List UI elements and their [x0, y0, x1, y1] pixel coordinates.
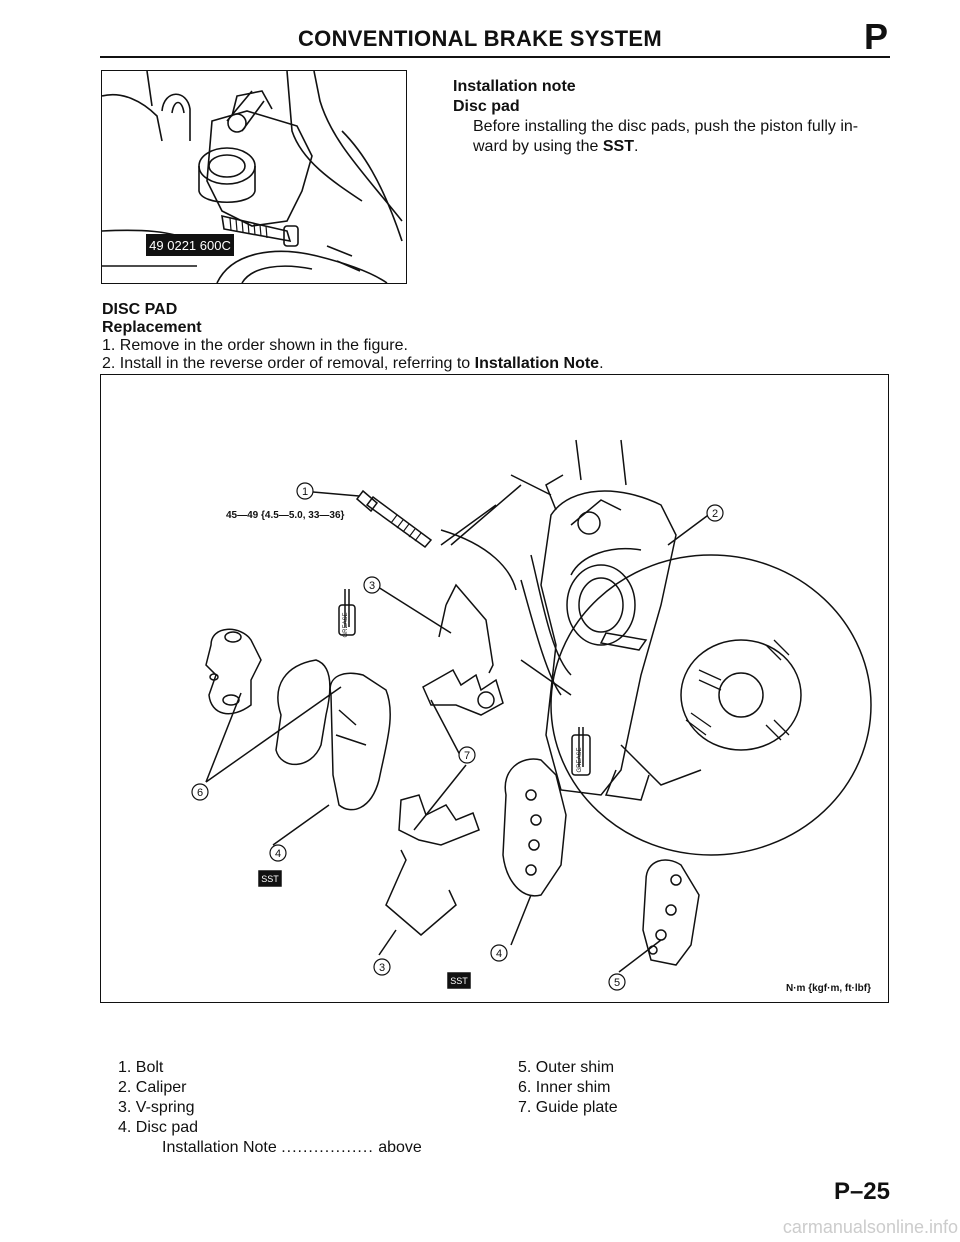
legend-installation-note: Installation Note — [162, 1139, 277, 1156]
leader-dots: ................. — [281, 1139, 374, 1156]
callout-7-number: 7 — [464, 750, 470, 762]
disc-pad-subheading: Disc pad — [453, 98, 520, 115]
page-title: CONVENTIONAL BRAKE SYSTEM — [297, 26, 662, 51]
header-rule — [100, 56, 890, 58]
installation-note-heading: Installation note — [453, 78, 576, 95]
grease-label-left: GREASE — [343, 612, 349, 637]
installation-note: Installation note Disc pad Before instal… — [453, 77, 893, 157]
step-1: 1. Remove in the order shown in the figu… — [102, 337, 892, 355]
callout-4-right — [490, 944, 508, 962]
callout-3-upper-number: 3 — [369, 580, 375, 592]
sst-tool-label: 49 0221 600C — [149, 238, 231, 253]
grease-label-right: GREASE — [577, 747, 583, 772]
callout-6-number: 6 — [197, 787, 203, 799]
legend-item: 3. V-spring — [118, 1099, 195, 1116]
legend-item: 1. Bolt — [118, 1059, 164, 1076]
callout-6 — [191, 783, 209, 801]
step-number: 2. — [102, 355, 116, 372]
sst-label-left: SST — [261, 874, 279, 884]
parts-legend-left: 1. Bolt 2. Caliper 3. V-spring 4. Disc p… — [118, 1058, 518, 1158]
legend-ref: above — [378, 1139, 422, 1156]
legend-label-outer-shim: Outer shim — [535, 1059, 615, 1076]
section-letter: P — [863, 16, 888, 57]
exploded-view-figure: 1 2 3 3 4 4 5 6 7 45—49 {4.5—5.0, 33—36}… — [100, 374, 889, 1003]
torque-spec: 45—49 {4.5—5.0, 33—36} — [226, 510, 345, 521]
legend-item: 7. Guide plate — [518, 1099, 618, 1116]
step-number: 1. — [102, 337, 116, 354]
note-line-1: Before installing the disc pads, push th… — [473, 118, 859, 135]
callout-5-number: 5 — [614, 977, 620, 989]
callout-4-right-number: 4 — [496, 948, 502, 960]
parts-legend-right: 5. Outer shim 6. Inner shim 7. Guide pla… — [518, 1058, 818, 1118]
callout-3-lower-number: 3 — [379, 962, 385, 974]
legend-label-guide-plate: Guide plate — [535, 1099, 618, 1116]
note-line-2: ward by using the — [473, 138, 603, 155]
legend-item: 5. Outer shim — [518, 1059, 615, 1076]
legend-label-v-spring: V-spring — [135, 1099, 195, 1116]
callout-2-number: 2 — [712, 508, 718, 520]
watermark: carmanualsonline.info — [782, 1217, 958, 1237]
page-number: P–25 — [833, 1178, 890, 1205]
legend-label-bolt: Bolt — [135, 1059, 164, 1076]
section-subtitle: Replacement — [102, 319, 202, 336]
callout-3-lower — [373, 958, 391, 976]
callout-2 — [706, 504, 724, 522]
caliper-sst-illustration: 49 0221 600C — [102, 71, 403, 283]
callout-7 — [458, 746, 476, 764]
sst-figure: 49 0221 600C — [101, 70, 407, 284]
legend-label-inner-shim: Inner shim — [535, 1079, 611, 1096]
callout-1-number: 1 — [302, 486, 308, 498]
callout-4-left-number: 4 — [275, 848, 281, 860]
callout-4-left — [269, 844, 287, 862]
step-text: Install in the reverse order of removal,… — [119, 355, 475, 372]
note-period: . — [633, 138, 639, 155]
legend-sub-note: Installation Note ................. abov… — [118, 1138, 518, 1158]
sst-term: SST — [602, 138, 634, 155]
legend-item: 6. Inner shim — [518, 1079, 611, 1096]
step-text: Remove in the order shown in the figure. — [119, 337, 408, 354]
callout-1 — [296, 482, 314, 500]
step-2: 2. Install in the reverse order of remov… — [102, 355, 892, 373]
torque-units: N·m {kgf·m, ft·lbf} — [786, 983, 871, 994]
step-end: . — [599, 355, 604, 372]
installation-note-reference: Installation Note — [474, 355, 600, 372]
legend-label-disc-pad: Disc pad — [135, 1119, 199, 1136]
callout-3-upper — [363, 576, 381, 594]
disc-pad-exploded-illustration: 1 2 3 3 4 4 5 6 7 45—49 {4.5—5.0, 33—36}… — [191, 439, 872, 994]
sst-label-right: SST — [450, 976, 468, 986]
callout-5 — [608, 973, 626, 991]
legend-item: 4. Disc pad — [118, 1119, 199, 1136]
disc-pad-section: DISC PAD Replacement 1. Remove in the or… — [102, 301, 892, 373]
section-title: DISC PAD — [102, 301, 178, 318]
legend-label-caliper: Caliper — [135, 1079, 187, 1096]
legend-item: 2. Caliper — [118, 1079, 187, 1096]
installation-note-text: Before installing the disc pads, push th… — [453, 117, 893, 157]
